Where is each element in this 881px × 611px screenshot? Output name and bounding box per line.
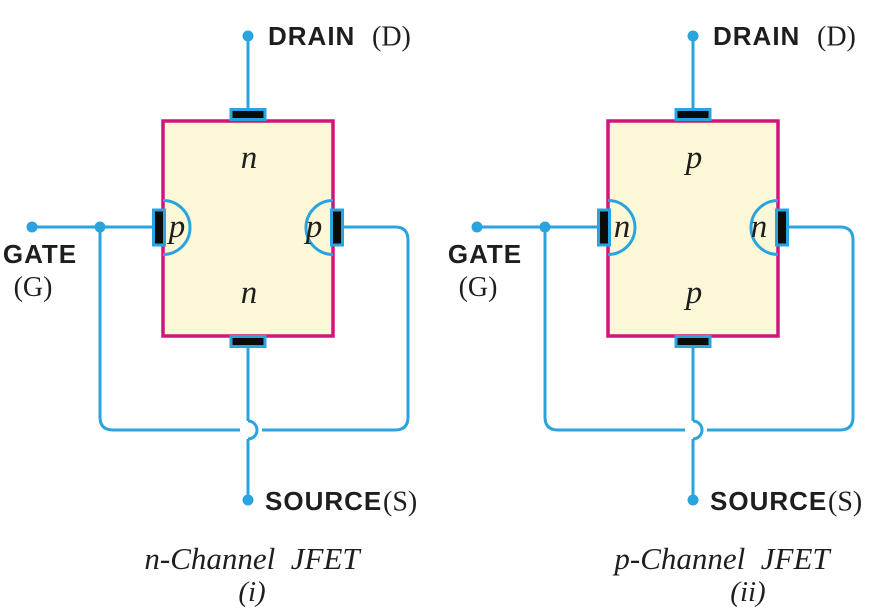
gate-left-region-label: n [614,209,631,245]
channel-bottom-region-label: n [241,275,258,311]
drain-label: DRAIN [713,21,800,51]
drain-electrode [229,108,267,121]
gate-right-region-label: n [751,209,768,245]
diagram-p-channel: DRAIN (D) GATE (G) SOURCE (S) p p n n p-… [448,21,862,608]
source-electrode [229,335,267,348]
gate-electrode-right [330,208,344,247]
gate-terminal-dot [471,221,483,233]
source-label: SOURCE [710,486,827,516]
channel-top-region-label: n [241,140,258,176]
source-terminal-dot [687,494,699,506]
gate-symbol: (G) [459,272,498,303]
channel-bottom-region-label: p [684,275,703,311]
drain-terminal-dot [242,30,254,42]
gate-electrode-left [152,208,166,247]
gate-junction-arc-right [304,199,334,256]
gate-right-region-label: p [304,209,323,245]
gate-left-region-label: p [167,209,186,245]
gate-electrode-right [775,208,789,247]
wire-hop-arc [692,419,704,441]
gate-loop-left-wire [543,227,685,432]
gate-symbol: (G) [14,272,53,303]
drain-electrode [674,108,712,121]
gate-junction-arc-right [749,199,779,256]
source-symbol: (S) [828,487,862,518]
source-symbol: (S) [383,487,417,518]
gate-label: GATE [3,239,77,269]
drain-terminal-dot [687,30,699,42]
gate-label: GATE [448,239,522,269]
source-electrode [674,335,712,348]
drain-symbol: (D) [372,22,411,53]
channel-top-region-label: p [684,140,703,176]
wire-hop-arc [247,419,259,441]
source-label: SOURCE [265,486,382,516]
diagram-caption: n-Channel JFET [144,541,362,576]
gate-junction-arc-left [607,199,637,256]
gate-loop-right-wire [707,225,855,432]
gate-junction-dot [539,221,551,233]
source-terminal-dot [242,494,254,506]
diagram-index: (ii) [730,576,765,608]
diagram-caption: p-Channel JFET [612,541,832,576]
gate-loop-right-wire [262,225,410,432]
diagram-n-channel: DRAIN (D) GATE (G) SOURCE (S) n n p p n-… [3,21,417,608]
gate-junction-arc-left [162,199,192,256]
gate-junction-dot [94,221,106,233]
gate-electrode-left [597,208,611,247]
drain-label: DRAIN [268,21,355,51]
gate-terminal-dot [26,221,38,233]
drain-symbol: (D) [817,22,856,53]
gate-loop-left-wire [98,227,240,432]
diagram-index: (i) [238,576,265,608]
